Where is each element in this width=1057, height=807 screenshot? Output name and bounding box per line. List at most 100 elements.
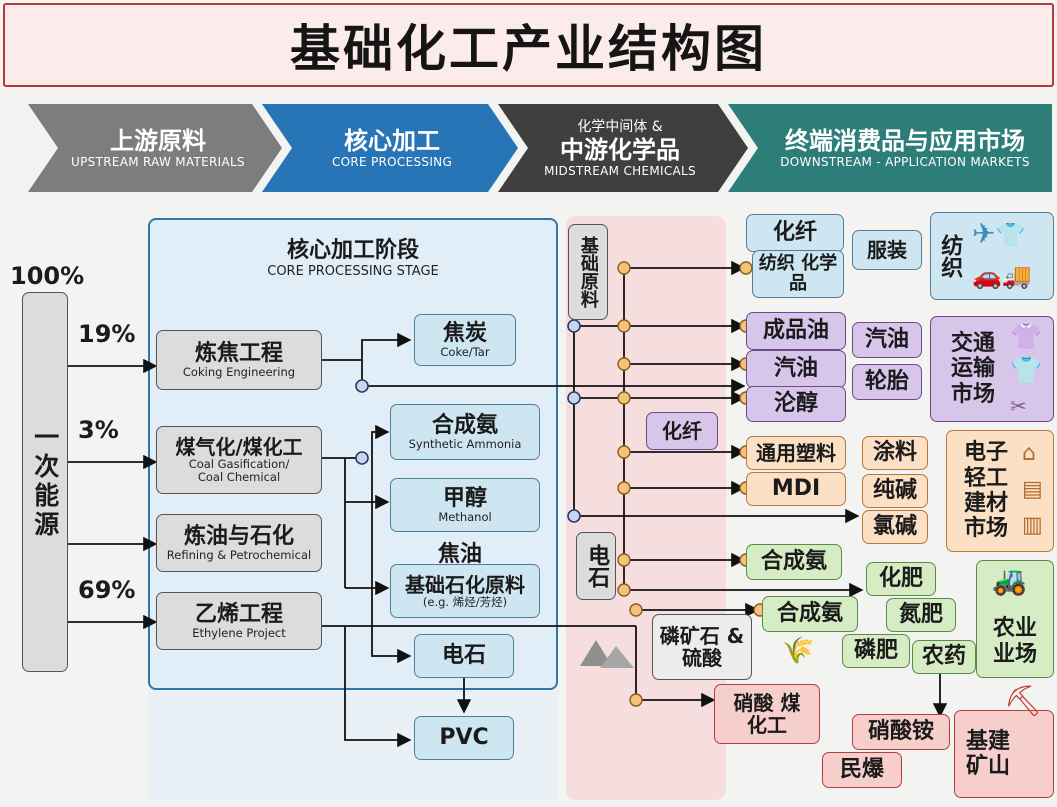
- product-carbide: 电石: [414, 634, 514, 678]
- market-electronics: 电子 轻工 建材 市场: [946, 430, 1054, 552]
- primary-energy-box: 一次能源: [22, 292, 68, 672]
- ds-nitrogen-fert-label: 氮肥: [898, 601, 943, 627]
- mid-carbide: 电石: [576, 532, 616, 600]
- mid-phosphate-label: 磷矿石 & 硫酸: [659, 624, 745, 670]
- ds-ethanol: 沦醇: [746, 386, 846, 422]
- product-basic-petro: 基础石化原料 (e.g. 烯烃/芳烃): [390, 564, 540, 618]
- title-banner: 基础化工产业结构图: [3, 3, 1054, 87]
- stage-midstream: 化学中间体 & 中游化学品 MIDSTREAM CHEMICALS: [520, 100, 720, 196]
- stage-midstream-small: 化学中间体 &: [577, 118, 663, 135]
- core-stage-heading: 核心加工阶段 CORE PROCESSING STAGE: [148, 232, 558, 279]
- mid-nitric: 硝酸 煤化工: [714, 684, 820, 744]
- mid-basic-raw-label: 基础原料: [577, 236, 599, 308]
- textile-icons: ✈👕 🚗🚚: [972, 214, 1052, 298]
- process-coking-en: Coking Engineering: [182, 364, 296, 379]
- ds-refined-oil: 成品油: [746, 312, 846, 350]
- ds-soda: 纯碱: [862, 474, 928, 508]
- stage-core-cn: 核心加工: [344, 126, 440, 155]
- stage-core-en: CORE PROCESSING: [331, 154, 453, 169]
- shirt-icon: 👕: [995, 221, 1026, 249]
- mid-fiber: 化纤: [646, 412, 718, 450]
- share-coking: 19%: [78, 320, 136, 348]
- ds-phosphate-fert-label: 磷肥: [853, 637, 898, 663]
- process-coking-cn: 炼焦工程: [194, 340, 283, 366]
- page-title: 基础化工产业结构图: [290, 20, 767, 78]
- ds-pesticide-label: 农药: [921, 643, 966, 669]
- ds-ammonia-1-label: 合成氨: [760, 548, 827, 574]
- mid-nitric-label: 硝酸 煤化工: [733, 691, 801, 737]
- market-electronics-label: 电子 轻工 建材 市场: [963, 440, 1008, 542]
- tractor-icon: 🚜: [992, 564, 1027, 597]
- ds-mdi-label: MDI: [771, 475, 821, 501]
- process-ethylene: 乙烯工程 Ethylene Project: [156, 592, 322, 650]
- product-methanol-en: Methanol: [438, 509, 492, 524]
- process-gasification-en1: Coal Gasification/: [188, 457, 290, 472]
- sewing-icon: ✂: [1010, 394, 1027, 418]
- stage-upstream: 上游原料 UPSTREAM RAW MATERIALS: [58, 100, 258, 196]
- mid-carbide-label: 电石: [584, 544, 610, 588]
- ds-nitrogen-fert: 氮肥: [886, 598, 956, 632]
- market-transport: 交通 运输 市场: [930, 316, 1054, 422]
- process-refining: 炼油与石化 Refining & Petrochemical: [156, 514, 322, 572]
- product-basic-petro-cn: 基础石化原料: [405, 572, 525, 597]
- stage-midstream-cn: 中游化学品: [560, 135, 680, 164]
- mid-fiber-label: 化纤: [662, 419, 702, 443]
- electronics-icons: ⌂▤▥: [1022, 436, 1052, 544]
- ds-pesticide: 农药: [912, 640, 976, 674]
- ds-chlor-alkali-label: 氯碱: [872, 513, 917, 539]
- tshirt-icon: 👕: [1010, 356, 1043, 386]
- ds-tire: 轮胎: [852, 364, 922, 400]
- ds-fiber-label: 化纤: [772, 219, 817, 245]
- product-methanol: 甲醇 Methanol: [390, 478, 540, 532]
- core-stage-subtitle: CORE PROCESSING STAGE: [267, 264, 439, 279]
- market-construction: 基建 矿山: [954, 710, 1054, 798]
- ds-gasoline-1: 汽油: [746, 350, 846, 388]
- ds-fertilizer: 化肥: [866, 562, 936, 596]
- truck-icon: 🚚: [1001, 262, 1032, 290]
- market-construction-label: 基建 矿山: [965, 728, 1010, 779]
- product-pvc: PVC: [414, 716, 514, 760]
- process-gasification-cn: 煤气化/煤化工: [175, 435, 303, 460]
- market-agri-label: 农业 业场: [992, 616, 1037, 667]
- ds-tire-label: 轮胎: [864, 368, 909, 394]
- process-coking: 炼焦工程 Coking Engineering: [156, 330, 322, 390]
- process-gasification-en2: Coal Chemical: [197, 470, 281, 484]
- product-pvc-cn: PVC: [439, 724, 489, 750]
- stage-core: 核心加工 CORE PROCESSING: [292, 100, 492, 196]
- ds-explosives-label: 民爆: [839, 756, 884, 782]
- ds-plastics: 通用塑料: [746, 436, 846, 470]
- process-ethylene-cn: 乙烯工程: [194, 601, 283, 627]
- mid-phosphate: 磷矿石 & 硫酸: [652, 614, 752, 680]
- sweater-icon: 👚: [1010, 322, 1043, 352]
- product-coke-cn: 焦炭: [442, 320, 487, 346]
- process-ethylene-en: Ethylene Project: [192, 625, 286, 640]
- ds-fertilizer-label: 化肥: [878, 565, 923, 591]
- house-icon: ⌂: [1022, 441, 1036, 466]
- market-agri: 农业 业场: [976, 560, 1054, 678]
- ds-textile-chem: 纺织 化学品: [752, 250, 844, 298]
- ds-chlor-alkali: 氯碱: [862, 510, 928, 544]
- ds-ammonia-1: 合成氨: [746, 544, 842, 580]
- stage-midstream-en: MIDSTREAM CHEMICALS: [544, 163, 696, 178]
- process-refining-cn: 炼油与石化: [183, 523, 294, 549]
- airplane-icon: ✈: [972, 217, 996, 250]
- market-textile-label: 纺织: [937, 234, 963, 278]
- stage-downstream: 终端消费品与应用市场 DOWNSTREAM - APPLICATION MARK…: [760, 100, 1050, 196]
- process-gasification: 煤气化/煤化工 Coal Gasification/ Coal Chemical: [156, 426, 322, 494]
- ds-ammonium-nitrate-label: 硝酸铵: [867, 718, 934, 744]
- product-methanol-cn: 甲醇: [442, 485, 487, 511]
- product-coal-tar: 焦油: [438, 542, 483, 567]
- ds-gasoline-2: 汽油: [852, 322, 922, 358]
- ds-ethanol-label: 沦醇: [773, 390, 818, 416]
- ds-mdi: MDI: [746, 472, 846, 506]
- stage-upstream-en: UPSTREAM RAW MATERIALS: [71, 154, 245, 169]
- ds-ammonia-2-label: 合成氨: [776, 600, 843, 626]
- ds-textile-chem-label: 纺织 化学品: [758, 253, 838, 294]
- market-textile: 纺织: [930, 212, 1054, 300]
- ds-soda-label: 纯碱: [872, 477, 917, 503]
- share-gasification: 3%: [78, 416, 119, 444]
- product-coke-en: Coke/Tar: [440, 344, 490, 359]
- wheat-icon: 🌾: [782, 636, 815, 666]
- stage-upstream-cn: 上游原料: [110, 126, 206, 155]
- ds-fiber: 化纤: [746, 214, 844, 252]
